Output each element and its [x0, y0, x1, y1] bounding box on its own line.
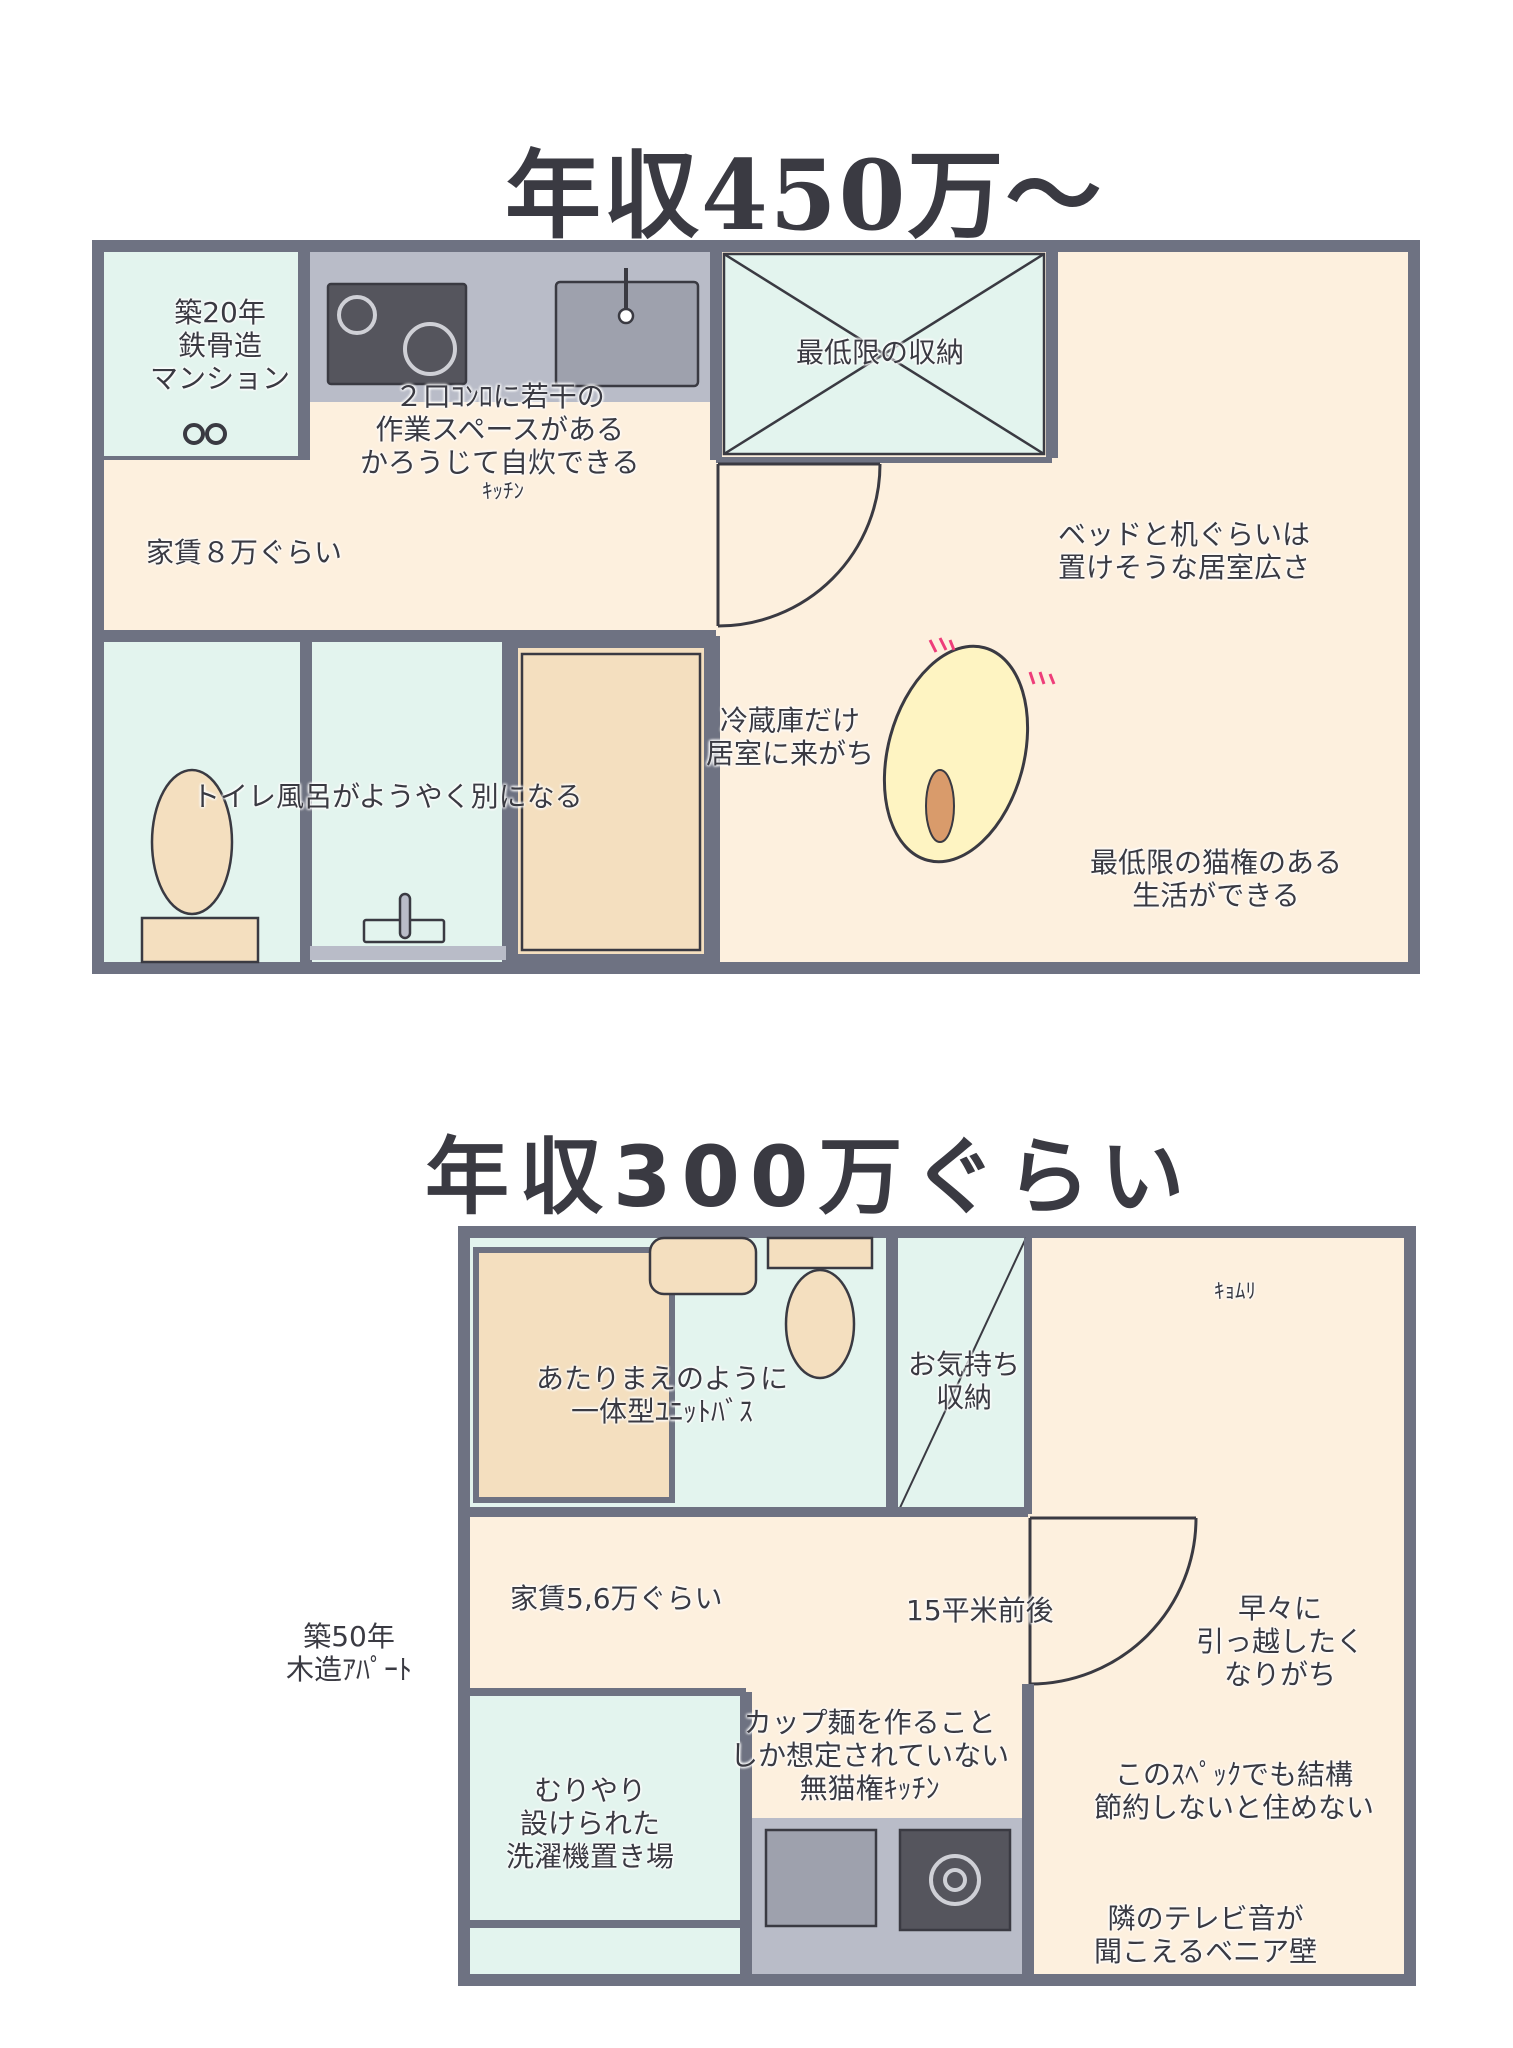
label-bath-450: トイレ風呂がようやく別になる	[192, 780, 583, 813]
label-fridge-450: 冷蔵庫だけ 居室に来がち	[706, 704, 875, 770]
washer-area	[470, 1694, 746, 1922]
stove-300-icon	[898, 1828, 1012, 1932]
title-income-300: 年収300万ぐらい	[425, 1128, 1195, 1226]
label-washer-300: むりやり 設けられた 洗濯機置き場	[506, 1774, 675, 1873]
label-rent-450: 家賃８万ぐらい	[146, 536, 343, 569]
label-rent-300: 家賃5,6万ぐらい	[510, 1582, 723, 1615]
label-kitchen-sub-450: ｷｯﾁﾝ	[482, 479, 524, 503]
label-size-300: 15平米前後	[906, 1594, 1054, 1627]
label-kitchen-300: カップ麺を作ること しか想定されていない 無猫権ｷｯﾁﾝ	[730, 1706, 1010, 1805]
label-storage-450: 最低限の収納	[796, 336, 965, 369]
label-room-450: ベッドと机ぐらいは 置けそうな居室広さ	[1058, 518, 1311, 584]
stove-icon	[326, 282, 468, 386]
label-cat-life-450: 最低限の猫権のある 生活ができる	[1090, 846, 1343, 912]
toilet-icon	[150, 768, 234, 916]
unit-toilet-icon	[784, 1268, 856, 1380]
label-spec-300: このｽﾍﾟｯｸでも結構 節約しないと住めない	[1094, 1758, 1375, 1824]
bathtub-icon	[473, 1247, 675, 1503]
label-storage-300: お気持ち 収納	[908, 1348, 1021, 1414]
label-wall-300: 隣のテレビ音が 聞こえるベニア壁	[1094, 1902, 1318, 1968]
label-unitbath-300: あたりまえのように 一体型ﾕﾆｯﾄﾊﾞｽ	[536, 1362, 789, 1428]
entrance-area	[104, 252, 304, 460]
label-building-450: 築20年 鉄骨造 マンション	[150, 296, 291, 395]
label-building-300: 築50年 木造ｱﾊﾟｰﾄ	[286, 1620, 413, 1686]
label-cat-name: ｷｮﾑﾘ	[1214, 1279, 1256, 1303]
label-move-300: 早々に 引っ越したく なりがち	[1196, 1592, 1365, 1691]
sink-300-icon	[764, 1828, 878, 1928]
door-swing-300	[1029, 1517, 1198, 1686]
door-swing	[717, 463, 882, 628]
title-income-450: 年収450万〜	[505, 139, 1104, 252]
cat-yellow-icon	[882, 637, 1056, 864]
label-kitchen-450: ２口ｺﾝﾛに若干の 作業スペースがある かろうじて自炊できる	[360, 380, 640, 479]
